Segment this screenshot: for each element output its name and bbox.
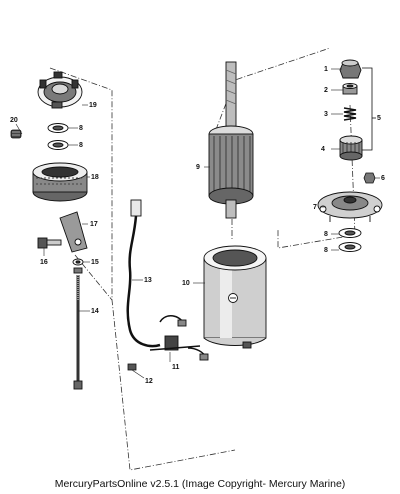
callout-14: 14 <box>91 308 99 315</box>
leader-lines <box>15 68 380 379</box>
part-8-washer-left-a <box>47 123 69 133</box>
callout-6: 6 <box>381 175 385 182</box>
part-18-ring-housing <box>32 162 88 202</box>
part-16-bolt <box>37 237 62 249</box>
callout-4: 4 <box>321 146 325 153</box>
part-3-spring <box>343 107 357 121</box>
part-14-through-bolt <box>73 275 83 390</box>
part-4-pinion <box>339 135 363 161</box>
part-13-lead-wire <box>126 199 161 348</box>
part-19-end-cap <box>37 71 83 109</box>
callout-8-right-b: 8 <box>324 247 328 254</box>
part-8-washer-left-b <box>47 140 69 150</box>
callout-13: 13 <box>144 277 152 284</box>
part-17-bracket <box>59 211 88 253</box>
callout-18: 18 <box>91 174 99 181</box>
callout-labels: 1 2 3 4 5 6 7 8 8 8 8 9 10 11 12 13 14 1… <box>10 66 385 385</box>
part-2-collar <box>342 83 358 95</box>
part-11-brush-holder <box>149 315 209 361</box>
part-1-nut <box>339 59 362 79</box>
part-10-frame <box>203 245 267 349</box>
callout-15: 15 <box>91 259 99 266</box>
callout-17: 17 <box>90 221 98 228</box>
part-15-nut <box>72 258 84 274</box>
callout-10: 10 <box>182 280 190 287</box>
callout-20: 20 <box>10 117 18 124</box>
copyright-footer: MercuryPartsOnline v2.5.1 (Image Copyrig… <box>54 478 346 490</box>
part-9-armature <box>208 61 254 219</box>
callout-8-left-b: 8 <box>79 142 83 149</box>
part-6-nut <box>363 172 376 184</box>
part-8-washer-right-a <box>338 228 362 238</box>
part-7-end-frame <box>317 191 383 222</box>
callout-1: 1 <box>324 66 328 73</box>
part-5-group-bracket <box>362 67 376 151</box>
part-12-nut <box>127 363 137 371</box>
callout-7: 7 <box>313 204 317 211</box>
callout-5: 5 <box>377 115 381 122</box>
part-8-washer-right-b <box>338 242 362 252</box>
part-20-screw <box>10 129 22 139</box>
callout-8-right-a: 8 <box>324 231 328 238</box>
callout-3: 3 <box>324 111 328 118</box>
callout-2: 2 <box>324 87 328 94</box>
callout-9: 9 <box>196 164 200 171</box>
callout-11: 11 <box>172 364 180 371</box>
callout-19: 19 <box>89 102 97 109</box>
callout-8-left-a: 8 <box>79 125 83 132</box>
callout-16: 16 <box>40 259 48 266</box>
callout-12: 12 <box>145 378 153 385</box>
